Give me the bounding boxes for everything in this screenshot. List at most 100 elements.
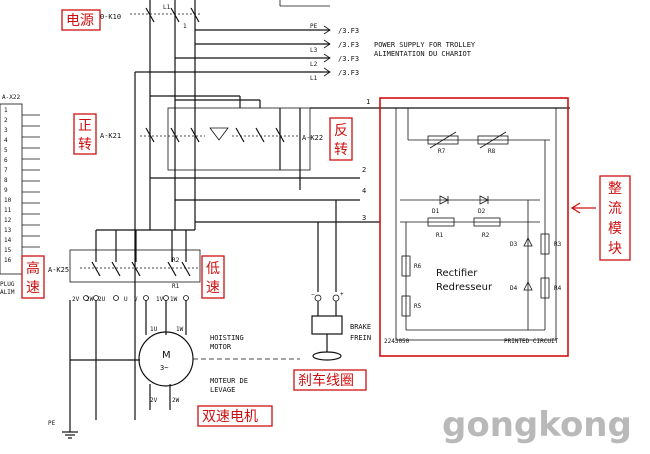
motor-2v-label: 2V (150, 397, 158, 404)
d2-label: D2 (478, 208, 486, 215)
term-2u: 2U (98, 296, 106, 303)
brake-minus: − (311, 291, 315, 298)
speed-contactor (69, 229, 201, 283)
r3-label: R3 (554, 241, 562, 248)
strip-number: 11 (4, 207, 12, 214)
hoisting-motor: M 3~ (69, 300, 300, 420)
diode-d2 (479, 195, 489, 205)
annotation-forward-1: 正 (78, 118, 92, 134)
k10-terminal-label: L1 (163, 4, 171, 11)
motor-label: MOTOR (210, 343, 232, 351)
terminal-row: 2V 2W 2U U V 1V 1W R1 (72, 283, 189, 303)
brake-coil (311, 200, 343, 361)
annotation-high-speed: 高 速 (21, 255, 45, 299)
resistor-r4 (540, 277, 550, 299)
annotation-high-speed-2: 速 (26, 280, 40, 296)
annotation-two-speed-motor-text: 双速电机 (202, 409, 258, 425)
d4-label: D4 (510, 285, 518, 292)
f3-ref-3: /3.F3 (338, 55, 359, 63)
k25-label: A-K25 (48, 266, 69, 274)
plug-label: PLUG (0, 281, 15, 288)
annotation-forward: 正 转 (73, 113, 97, 155)
strip-numbers: 1 2 3 4 5 6 7 8 9 10 11 12 13 14 15 16 (4, 107, 12, 264)
supply-lines (130, 0, 331, 420)
l3-label: L3 (310, 47, 318, 54)
forward-reverse-contactors (140, 95, 380, 223)
watermark: gongkong (442, 405, 632, 445)
annotation-brake-coil: 刹车线圈 (293, 369, 367, 391)
wire-number-1: 1 (366, 98, 370, 106)
r1-label: R1 (436, 232, 444, 239)
brake-plus: + (340, 291, 344, 298)
term-v: V (134, 296, 138, 303)
term-2v: 2V (72, 296, 80, 303)
hoisting-label: HOISTING (210, 334, 244, 342)
resistor-r6 (401, 255, 411, 277)
k10-label: 0-K10 (100, 13, 121, 21)
k21-label: A-K21 (100, 132, 121, 140)
strip-number: 9 (4, 187, 8, 194)
moteur-de-label: MOTEUR DE (210, 377, 248, 385)
term-1w: 1W (170, 296, 178, 303)
annotation-rectifier-4: 块 (608, 241, 622, 257)
r4-label: R4 (554, 285, 562, 292)
l2-label: L2 (310, 61, 318, 68)
k25-r2-label: R2 (172, 257, 180, 264)
f3-ref-1: /3.F3 (338, 27, 359, 35)
redresseur-label: Redresseur (436, 282, 493, 293)
pe-bottom-label: PE (48, 420, 56, 427)
annotation-reverse-1: 反 (334, 123, 348, 139)
annotation-rectifier-3: 模 (608, 221, 622, 237)
f3-ref-4: /3.F3 (338, 69, 359, 77)
resistor-r2 (473, 217, 501, 227)
r2-label: R2 (482, 232, 490, 239)
term-1v: 1V (156, 296, 164, 303)
strip-number: 10 (4, 197, 12, 204)
strip-number: 7 (4, 167, 8, 174)
strip-number: 4 (4, 137, 8, 144)
power-trolley-fr: ALIMENTATION DU CHARIOT (374, 50, 472, 58)
annotation-rectifier-module: 整 流 模 块 (379, 97, 631, 357)
ground-symbol (62, 420, 78, 439)
strip-number: 8 (4, 177, 8, 184)
rectifier-highlight-box (379, 97, 569, 357)
rectifier-module (395, 107, 557, 341)
r6-label: R6 (414, 263, 422, 270)
levage-label: LEVAGE (210, 386, 235, 394)
resistor-r5 (401, 295, 411, 317)
annotation-high-speed-1: 高 (26, 260, 40, 277)
power-trolley-en: POWER SUPPLY FOR TROLLEY (374, 41, 476, 49)
strip-number: 15 (4, 247, 12, 254)
strip-number: 6 (4, 157, 8, 164)
annotation-rectifier-2: 流 (608, 201, 622, 217)
motor-1u-label: 1U (150, 326, 158, 333)
strip-number: 13 (4, 227, 12, 234)
strip-number: 3 (4, 127, 8, 134)
r5-label: R5 (414, 303, 422, 310)
annotation-power-text: 电源 (66, 13, 94, 29)
pe-top-label: PE (310, 23, 318, 30)
resistor-r3 (540, 233, 550, 255)
annotation-power: 电源 (61, 9, 101, 31)
motor-m-label: M (162, 350, 171, 361)
resistor-r1 (427, 217, 455, 227)
diode-d4 (523, 281, 533, 291)
resistor-r7 (427, 135, 459, 145)
term-2w: 2W (86, 296, 94, 303)
annotation-reverse: 反 转 (329, 117, 353, 161)
annotation-rectifier-1: 整 (608, 181, 622, 197)
printed-circuit-label: PRINTED CIRCUIT (504, 338, 559, 345)
strip-number: 1 (4, 107, 8, 114)
strip-number: 5 (4, 147, 8, 154)
annotation-two-speed-motor: 双速电机 (197, 405, 273, 427)
strip-number: 14 (4, 237, 12, 244)
strip-number: 12 (4, 217, 12, 224)
resistor-r8 (477, 135, 509, 145)
annotation-low-speed-1: 低 (206, 261, 220, 277)
term-u: U (124, 296, 128, 303)
wire-number-4: 4 (362, 187, 366, 195)
motor-2w-label: 2W (172, 397, 180, 404)
annotation-reverse-2: 转 (334, 142, 348, 158)
annotation-low-speed-2: 速 (206, 280, 220, 296)
